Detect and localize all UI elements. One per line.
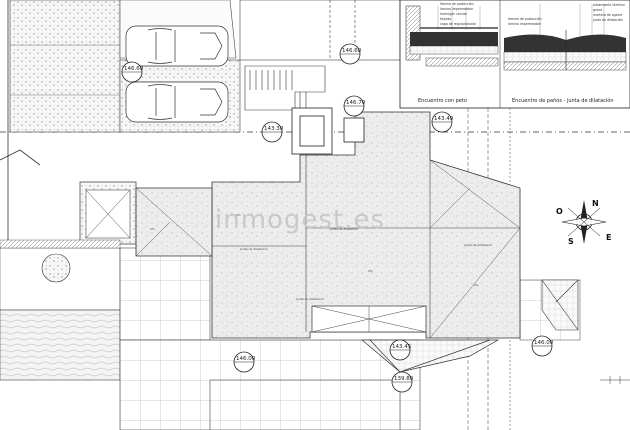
tree-circle — [41, 253, 71, 283]
level-marker-terrace-lower: 139.80 — [391, 371, 414, 393]
level-marker-roof-front: 143.45 — [389, 339, 412, 361]
parking-cars — [125, 25, 229, 123]
level-marker-parking: 146.60 — [121, 61, 144, 83]
svg-text:146.70: 146.70 — [346, 100, 366, 106]
main-roof — [135, 111, 521, 339]
north-arrow-icon: N S E O — [556, 199, 611, 246]
compass-o: O — [556, 207, 563, 216]
junta-label-2: Junta de dilatación — [239, 247, 268, 251]
layer-label-1: lámina impermeable — [440, 7, 473, 11]
slope-a: 2% — [150, 227, 155, 231]
pool — [0, 309, 121, 381]
junta-label-4: Junta de dilatación — [295, 297, 324, 301]
layer-label-7: mortero de agarre — [593, 13, 622, 17]
level-marker-terrace: 146.00 — [233, 351, 256, 373]
layer-label-2: hormigón celular — [440, 12, 468, 16]
svg-text:143.45: 143.45 — [392, 344, 412, 350]
junta-label-1: Junta de dilatación — [329, 227, 358, 231]
level-marker-entry: 146.70 — [343, 95, 366, 117]
svg-text:146.00: 146.00 — [534, 340, 554, 346]
watermark: inmogest.es — [215, 205, 385, 235]
svg-text:146.00: 146.00 — [236, 356, 256, 362]
chimney — [291, 107, 365, 155]
slope-d: 2% — [474, 283, 479, 287]
level-marker-ne: 143.40 — [431, 111, 454, 133]
upper-terrace — [239, 0, 401, 61]
svg-text:143.40: 143.40 — [434, 116, 454, 122]
layer-label-0: lámina de protección — [440, 2, 474, 6]
detail-caption-right: Encuentro de paños - junta de dilatación — [512, 97, 614, 104]
compass-e: E — [606, 233, 611, 242]
junta-label-3: Junta de dilatación — [463, 243, 492, 247]
svg-text:139.80: 139.80 — [394, 376, 414, 382]
svg-text:146.60: 146.60 — [124, 66, 144, 72]
svg-text:143.30: 143.30 — [264, 126, 284, 132]
slope-c: 2% — [368, 269, 373, 273]
compass-s: S — [568, 237, 574, 246]
construction-details-panel: lámina de protección lámina impermeable … — [399, 0, 630, 109]
dimension-ticks — [600, 376, 630, 384]
level-marker-east: 146.00 — [531, 335, 554, 357]
layer-label-6: grava — [593, 8, 602, 12]
left-garden — [0, 181, 137, 381]
entry-stair — [244, 65, 326, 111]
level-marker-patio: 143.30 — [261, 121, 284, 143]
slope-b: 2% — [236, 213, 241, 217]
layer-label-left-a: lámina de protección — [508, 17, 542, 21]
level-marker-stair: 146.60 — [339, 43, 362, 65]
compass-n: N — [592, 199, 599, 208]
layer-label-left-b: lámina impermeable — [508, 22, 541, 26]
layer-label-3: forjado — [440, 17, 451, 21]
layer-label-5: aislamiento térmico — [593, 3, 625, 7]
layer-label-8: junta de dilatación — [592, 18, 623, 22]
layer-label-4: capa de regularización — [440, 22, 476, 26]
svg-text:146.60: 146.60 — [342, 48, 362, 54]
ne-small-roof — [541, 279, 579, 331]
detail-caption-left: Encuentro con peto — [418, 98, 467, 104]
